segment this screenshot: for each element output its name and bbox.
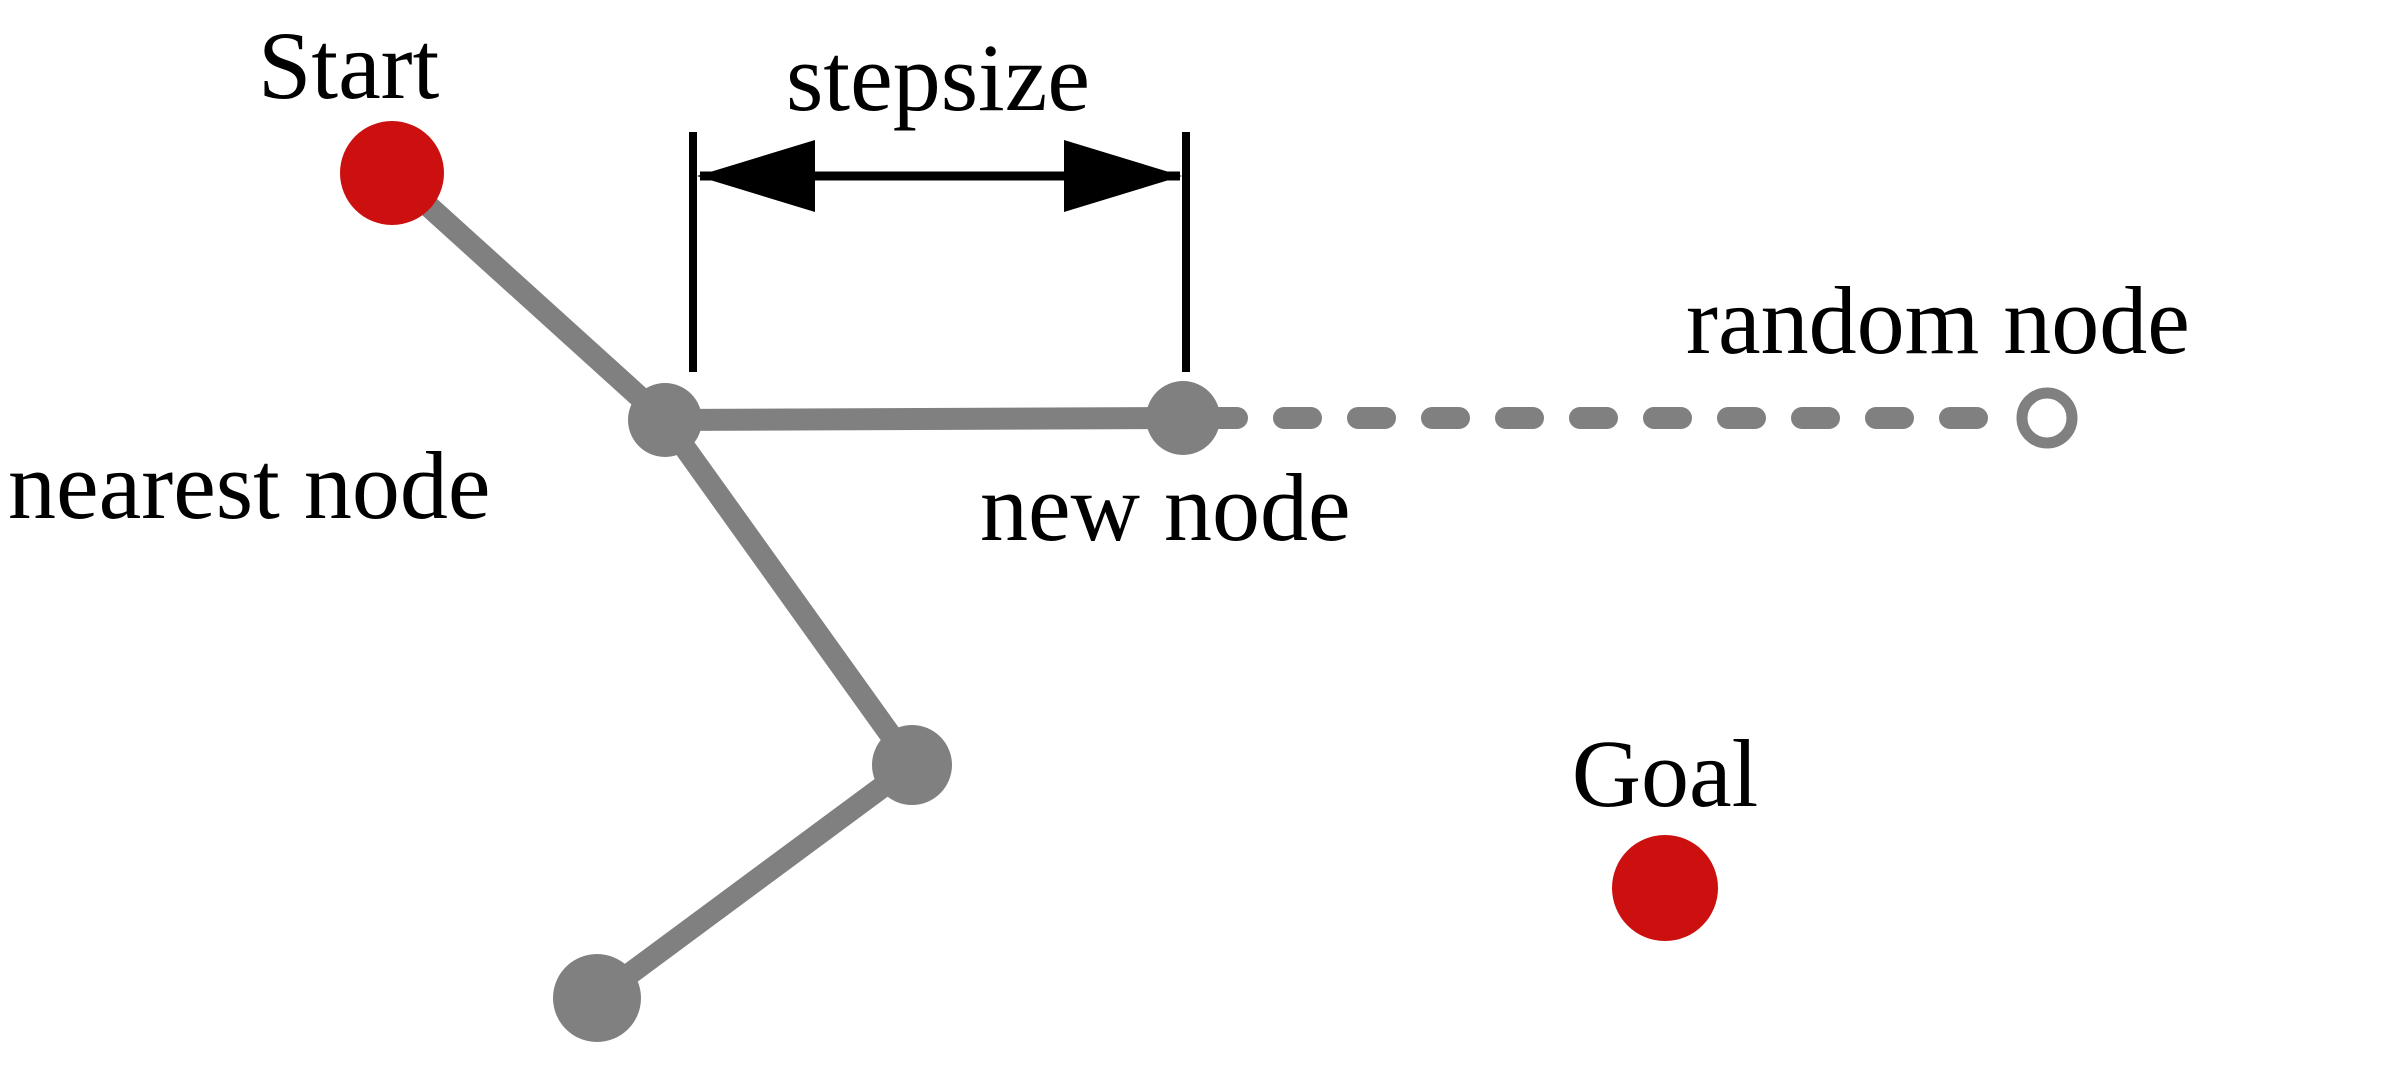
label-start: Start (258, 12, 440, 119)
label-goal: Goal (1572, 720, 1759, 827)
node-branch-mid[interactable] (872, 725, 952, 805)
edge-branch-mid-to-leaf (590, 756, 919, 1007)
tree-edges (384, 164, 1184, 1007)
edge-start-to-nearest (384, 164, 673, 429)
label-nearest-node: nearest node (8, 432, 490, 539)
graph-nodes (340, 121, 2078, 1042)
node-goal[interactable] (1612, 835, 1718, 941)
dimension-arrowhead-right (1064, 140, 1182, 212)
label-random-node: random node (1686, 267, 2190, 374)
node-random[interactable] (2016, 387, 2078, 449)
stepsize-dimension (689, 132, 1190, 372)
diagram-labels: Start stepsize random node nearest node … (8, 12, 2190, 827)
node-branch-leaf[interactable] (553, 954, 641, 1042)
dimension-arrowhead-left (697, 140, 815, 212)
node-nearest[interactable] (628, 383, 702, 457)
edge-nearest-to-new (664, 407, 1184, 431)
node-new[interactable] (1146, 381, 1220, 455)
label-stepsize: stepsize (786, 24, 1090, 131)
edge-nearest-to-branch-mid (656, 413, 921, 772)
label-new-node: new node (980, 454, 1351, 561)
node-start[interactable] (340, 121, 444, 225)
